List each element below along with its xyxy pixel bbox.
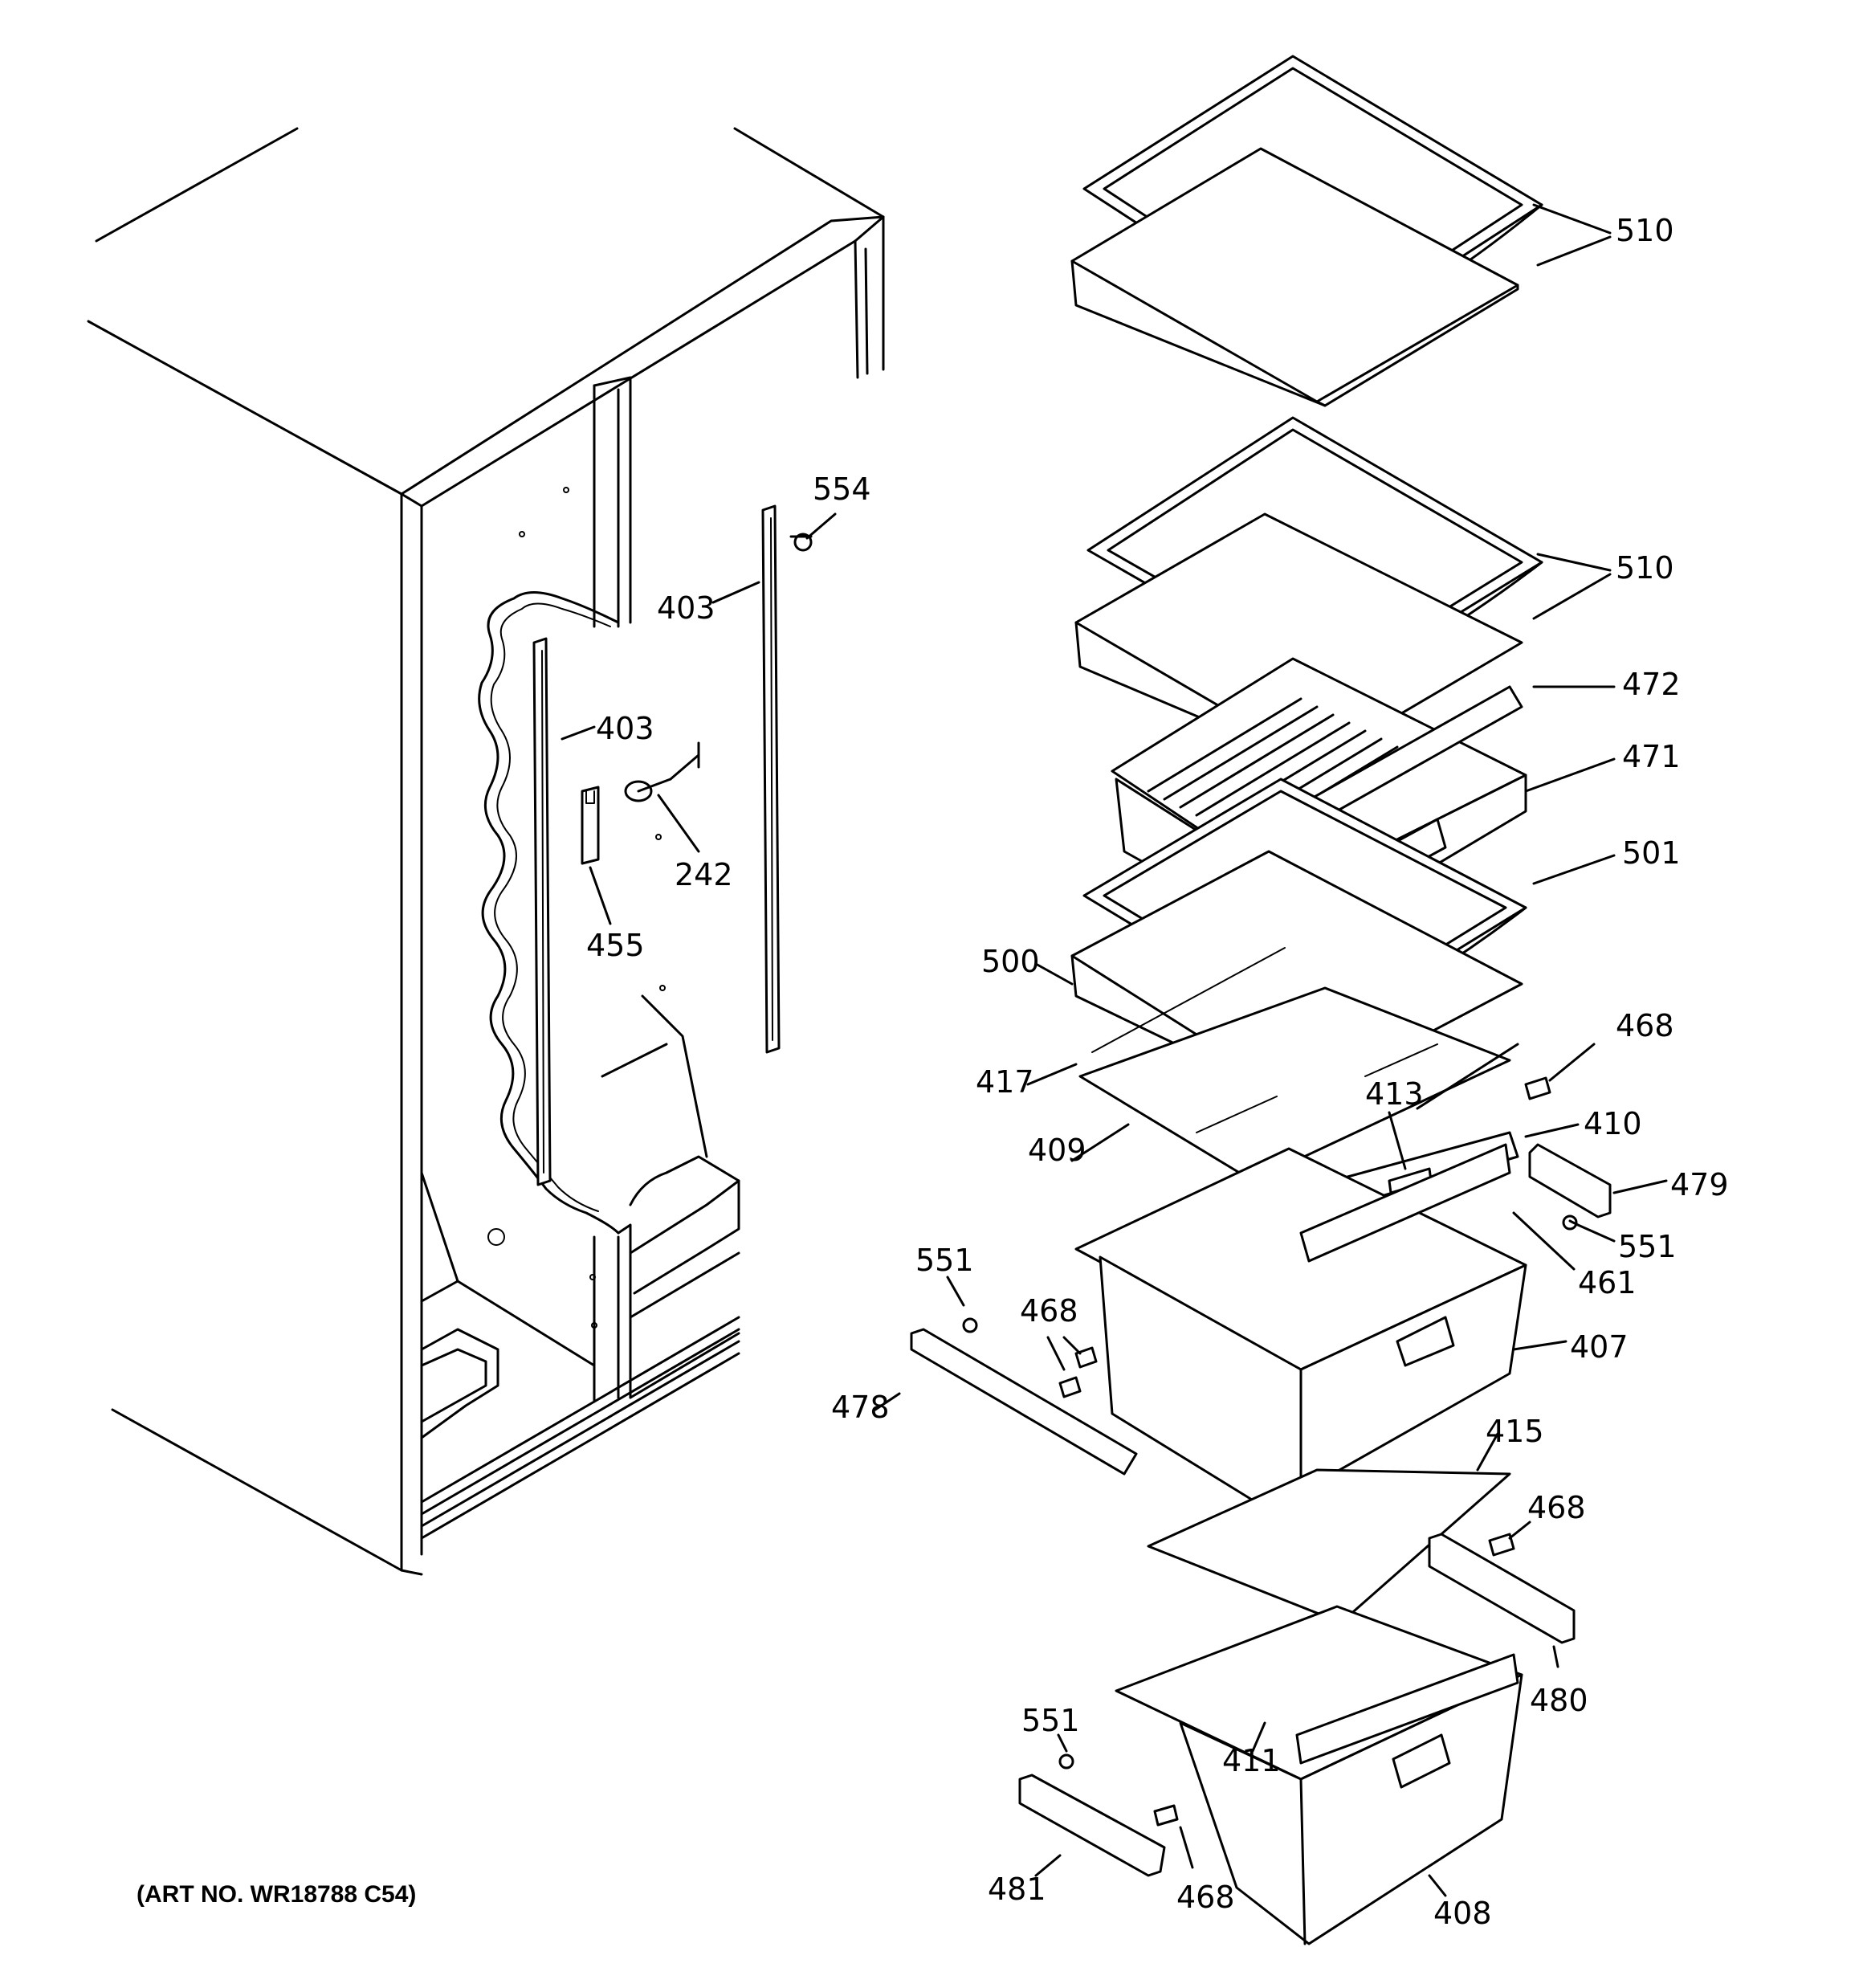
callout-408: 408 — [1433, 1896, 1492, 1931]
callout-403-left: 403 — [596, 711, 654, 746]
shelf-510-second — [1074, 416, 1543, 769]
clips-468 — [1058, 1076, 1551, 1827]
callout-461: 461 — [1578, 1265, 1637, 1300]
callout-481: 481 — [988, 1872, 1046, 1907]
callout-501: 501 — [1622, 835, 1681, 871]
callout-554: 554 — [813, 471, 871, 507]
callout-478: 478 — [831, 1390, 890, 1425]
callout-510b: 510 — [1616, 550, 1674, 586]
callout-403-right: 403 — [657, 590, 715, 626]
callout-415: 415 — [1486, 1414, 1544, 1449]
callout-242: 242 — [675, 857, 733, 892]
callout-551-right: 551 — [1618, 1229, 1677, 1264]
callout-510a: 510 — [1616, 213, 1674, 248]
bracket-455 — [581, 786, 600, 865]
shelf-rail-right — [761, 504, 781, 1054]
callout-413: 413 — [1365, 1076, 1424, 1112]
drawer-407 — [1074, 1143, 1527, 1512]
screws-551 — [962, 1214, 1578, 1770]
callout-407: 407 — [1570, 1329, 1629, 1365]
callout-468-lower: 468 — [1527, 1490, 1586, 1525]
callout-551-bottom: 551 — [1021, 1703, 1080, 1738]
callout-471: 471 — [1622, 739, 1681, 774]
callout-468-middle: 468 — [1020, 1293, 1078, 1329]
callout-417: 417 — [976, 1064, 1034, 1100]
art-number: (ART NO. WR18788 C54) — [137, 1881, 416, 1908]
part-242 — [624, 741, 700, 802]
shelf-510-top — [1070, 55, 1543, 407]
callout-411: 411 — [1222, 1743, 1281, 1778]
drawer-408 — [1115, 1605, 1523, 1945]
callout-480: 480 — [1530, 1683, 1588, 1718]
callout-551-left: 551 — [915, 1243, 974, 1278]
callout-500: 500 — [981, 944, 1040, 979]
shelf-rail-left — [532, 637, 552, 1186]
callout-409: 409 — [1028, 1133, 1086, 1168]
callout-455: 455 — [586, 928, 645, 963]
slide-478 — [910, 1328, 1138, 1476]
leader-lines — [561, 203, 1668, 1897]
slide-479 — [1528, 1143, 1612, 1219]
refrigerator-cabinet — [87, 127, 885, 1576]
glass-409 — [1078, 986, 1511, 1182]
callout-479: 479 — [1670, 1167, 1729, 1202]
slide-480 — [1428, 1533, 1576, 1644]
callout-410: 410 — [1584, 1106, 1642, 1141]
callout-468-bottom: 468 — [1176, 1880, 1235, 1915]
callout-468-upper: 468 — [1616, 1008, 1674, 1043]
glass-415 — [1147, 1468, 1511, 1624]
callout-472: 472 — [1622, 667, 1681, 702]
slide-481 — [1018, 1774, 1166, 1877]
